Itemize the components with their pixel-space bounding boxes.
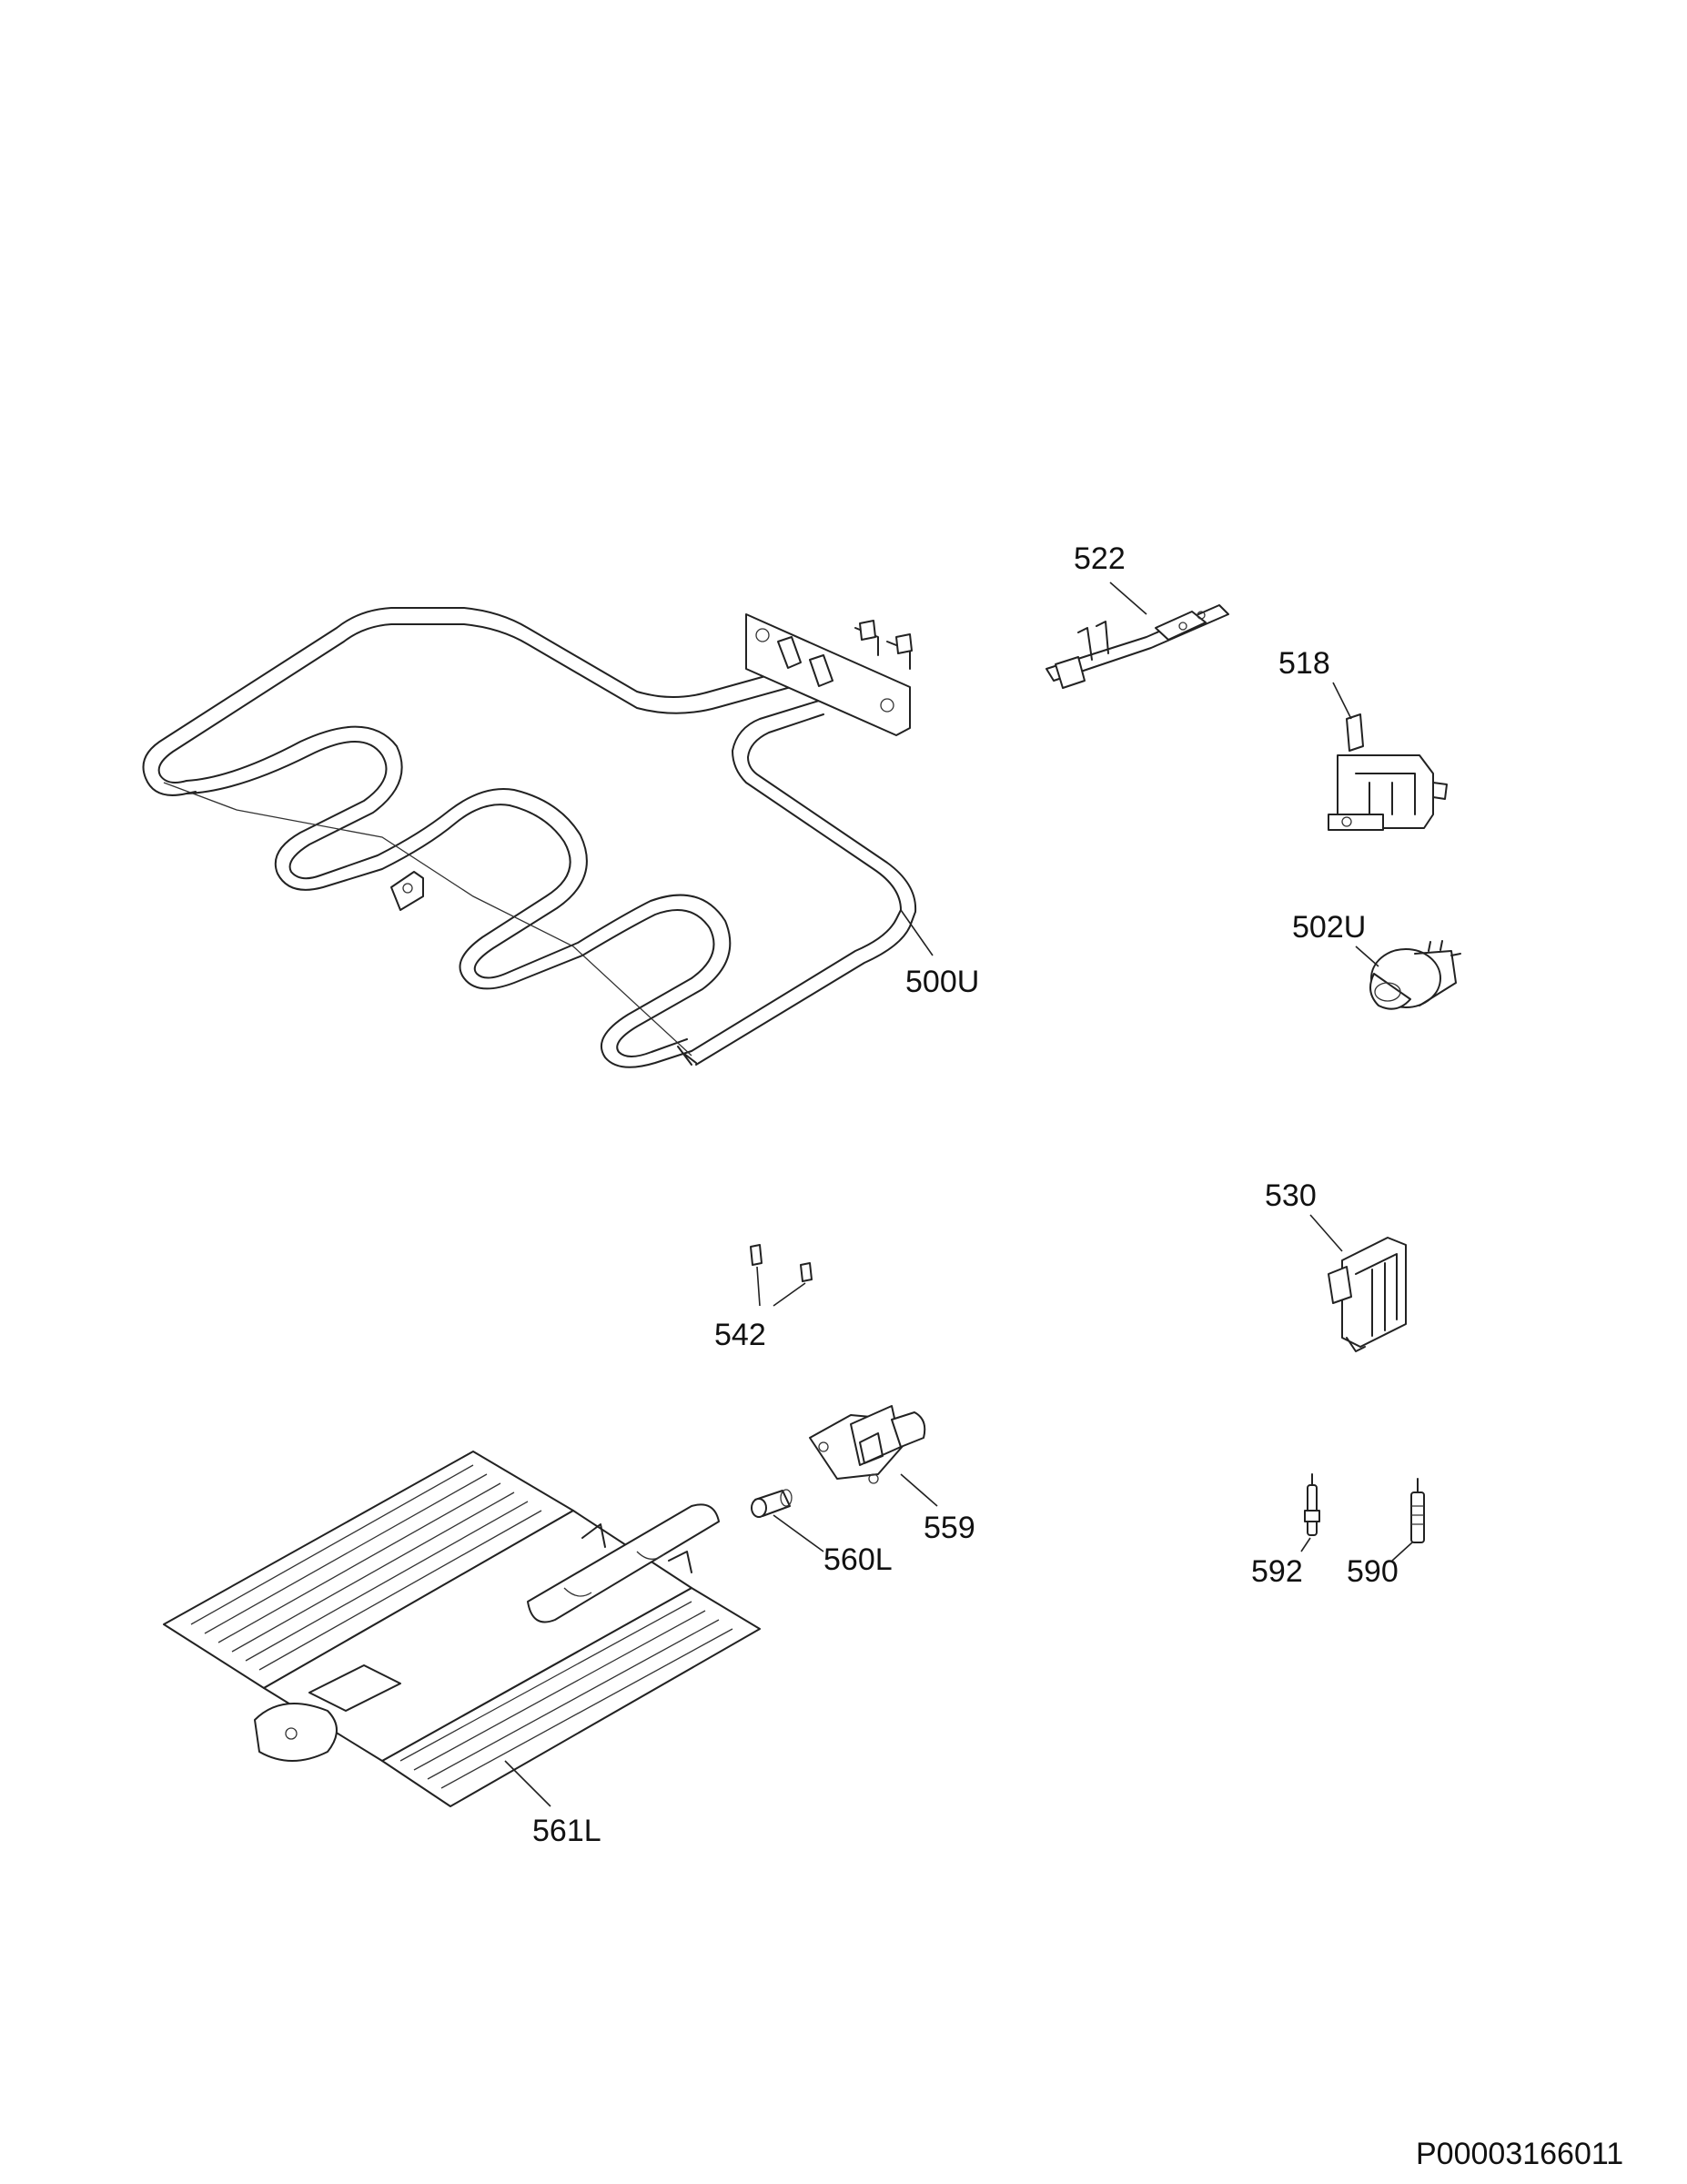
clips-542[interactable] <box>750 1244 813 1282</box>
label-560L: 560L <box>823 1542 893 1577</box>
label-518: 518 <box>1278 646 1330 681</box>
leader-500U <box>900 909 934 956</box>
burner-plate-561L[interactable] <box>163 1451 761 1807</box>
drawing-code: P00003166011 <box>1416 2137 1623 2171</box>
leader-502U <box>1355 945 1379 967</box>
label-502U: 502U <box>1292 910 1366 945</box>
leader-560L <box>773 1514 824 1552</box>
leader-561L <box>504 1760 551 1807</box>
leader-542 <box>756 1266 806 1307</box>
label-530: 530 <box>1265 1178 1317 1213</box>
label-542: 542 <box>714 1318 766 1352</box>
leader-518 <box>1332 682 1352 720</box>
leader-522 <box>1109 581 1147 615</box>
label-500U: 500U <box>905 965 979 999</box>
injector-560L[interactable] <box>751 1489 793 1518</box>
label-592: 592 <box>1251 1554 1303 1589</box>
leader-559 <box>900 1473 938 1507</box>
heating-element-500U[interactable] <box>142 607 917 1068</box>
lamp-502U[interactable] <box>1369 940 1461 1010</box>
thermocouple-592[interactable] <box>1304 1473 1320 1536</box>
spark-electrode-590[interactable] <box>1410 1478 1425 1543</box>
valve-bracket-559[interactable] <box>809 1405 926 1484</box>
label-590: 590 <box>1347 1554 1399 1589</box>
label-522: 522 <box>1074 541 1126 576</box>
switch-530[interactable] <box>1328 1237 1407 1352</box>
terminal-bracket-522[interactable] <box>1046 604 1229 689</box>
thermal-fuse-518[interactable] <box>1328 713 1448 831</box>
label-561L: 561L <box>532 1814 601 1848</box>
leader-530 <box>1309 1214 1343 1252</box>
leader-590 <box>1391 1542 1413 1562</box>
leader-592 <box>1300 1537 1311 1552</box>
label-559: 559 <box>924 1511 975 1545</box>
